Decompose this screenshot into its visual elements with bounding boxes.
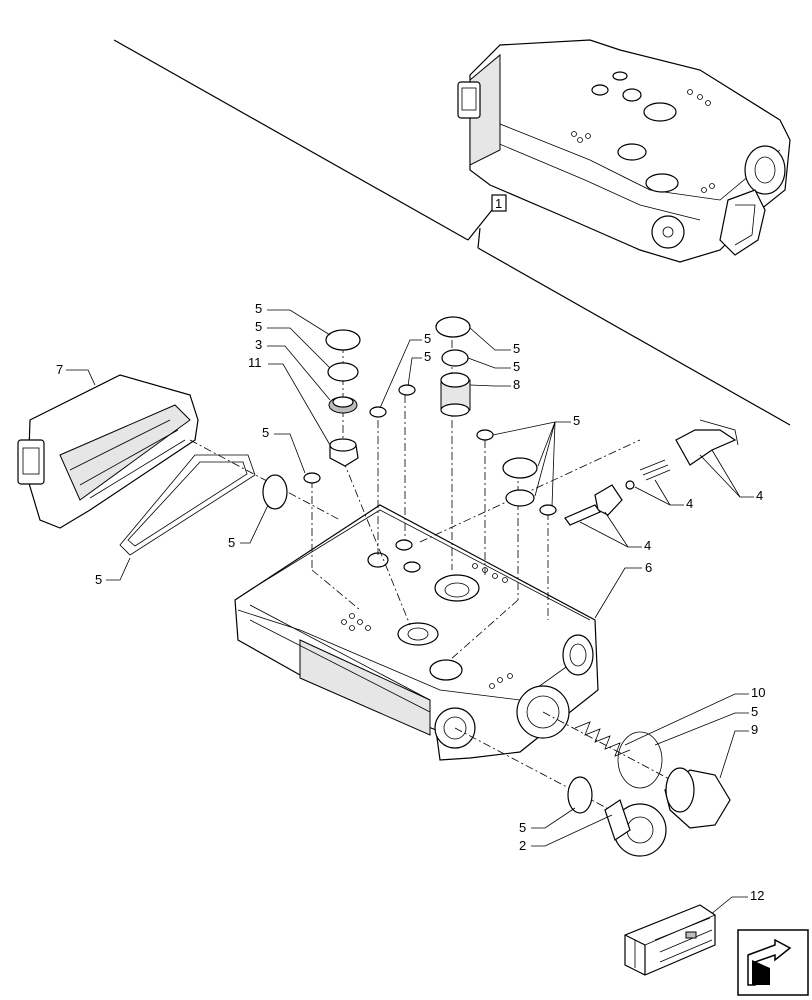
callout-4-b: 4	[686, 496, 693, 511]
callout-5-h: 5	[513, 359, 520, 374]
arrow-return-icon[interactable]	[737, 929, 809, 996]
callout-5-e: 5	[424, 331, 431, 346]
crate-icon	[624, 904, 716, 976]
callout-5-j: 5	[751, 704, 758, 719]
callout-5-f: 5	[424, 349, 431, 364]
callout-10: 10	[751, 685, 765, 700]
cover-gasket: 5	[95, 454, 256, 587]
callout-5-a: 5	[255, 301, 262, 316]
seal-parts	[262, 316, 739, 857]
callout-1: 1	[495, 196, 502, 211]
end-cover: 7	[17, 362, 199, 529]
callout-11: 11	[248, 355, 262, 370]
callout-5-i: 5	[573, 413, 580, 428]
callout-5-gasket: 5	[95, 572, 102, 587]
callout-5-g: 5	[513, 341, 520, 356]
callout-4-c: 4	[644, 538, 651, 553]
callout-7: 7	[56, 362, 63, 377]
callout-5-k: 5	[519, 820, 526, 835]
callout-5-c: 5	[262, 425, 269, 440]
callout-3: 3	[255, 337, 262, 352]
callout-9: 9	[751, 722, 758, 737]
callout-8: 8	[513, 377, 520, 392]
callout-6: 6	[645, 560, 652, 575]
callout-4-a: 4	[756, 488, 763, 503]
callout-5-d: 5	[228, 535, 235, 550]
assembled-valve-section: 1	[113, 39, 791, 426]
callout-labels: 5 5 3 11 5 5 5 5 5 5 8 5 4 4 4 10	[228, 301, 765, 916]
callout-5-b: 5	[255, 319, 262, 334]
callout-2: 2	[519, 838, 526, 853]
callout-12: 12	[750, 888, 764, 903]
